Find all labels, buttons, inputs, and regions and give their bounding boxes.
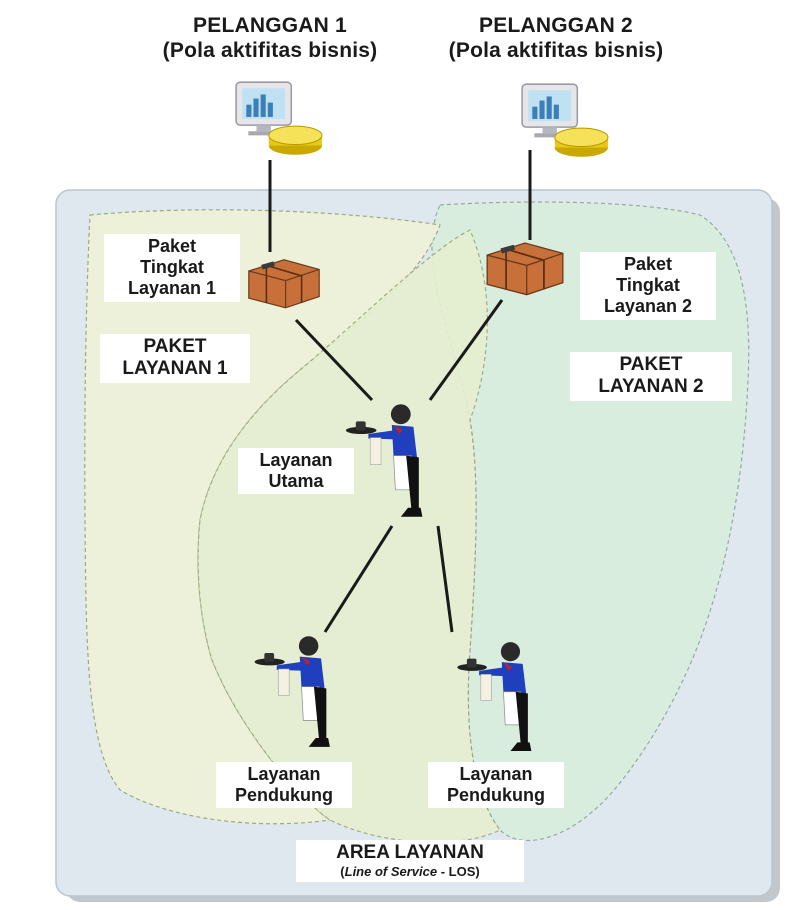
link-core-support2	[436, 525, 454, 633]
area-label: AREA LAYANAN (Line of Service - LOS)	[296, 840, 524, 882]
area-title: AREA LAYANAN	[336, 842, 484, 863]
area-subtitle: (Line of Service - LOS)	[340, 864, 480, 880]
customer-1-title: PELANGGAN 1	[193, 14, 347, 37]
customer-2-label: PELANGGAN 2 (Pola aktifitas bisnis)	[416, 14, 696, 64]
service-package-2-label: PAKET LAYANAN 2	[570, 352, 732, 401]
link-core-support1	[323, 525, 394, 633]
monitor-database-icon	[235, 81, 323, 156]
supporting-service-1-label: Layanan Pendukung	[216, 762, 352, 809]
link-package2-core	[428, 299, 504, 401]
customer-1-label: PELANGGAN 1 (Pola aktifitas bisnis)	[130, 14, 410, 64]
service-level-package-1-label: Paket Tingkat Layanan 1	[104, 234, 240, 302]
customer-2-title: PELANGGAN 2	[479, 14, 633, 37]
link-package1-core	[294, 318, 374, 402]
supporting-service-2-label: Layanan Pendukung	[428, 762, 564, 809]
customer-2-subtitle: (Pola aktifitas bisnis)	[448, 38, 664, 62]
region-core-service	[197, 229, 501, 843]
monitor-database-icon	[521, 83, 609, 158]
core-service-label: Layanan Utama	[238, 448, 354, 495]
service-package-1-label: PAKET LAYANAN 1	[100, 334, 250, 383]
service-level-package-2-label: Paket Tingkat Layanan 2	[580, 252, 716, 320]
customer-1-subtitle: (Pola aktifitas bisnis)	[162, 38, 378, 62]
